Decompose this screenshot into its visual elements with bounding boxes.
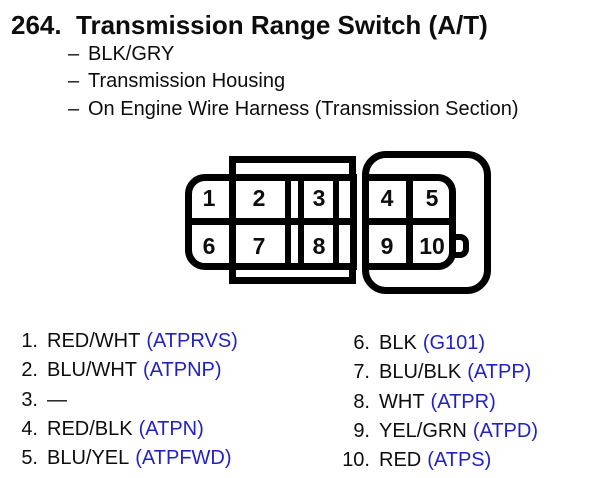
pin-number: 7. xyxy=(353,361,370,384)
wire-color: BLK xyxy=(379,332,417,354)
pinout-row: 10. RED (ATPS) xyxy=(310,446,538,475)
pinout-row: 7. BLU/BLK (ATPP) xyxy=(310,358,538,387)
detail-text: Transmission Housing xyxy=(88,70,286,93)
pin-number: 4. xyxy=(21,417,38,440)
cell-divider-1-2 xyxy=(229,180,236,264)
row-divider-left xyxy=(191,218,351,225)
detail-text: On Engine Wire Harness (Transmission Sec… xyxy=(88,97,519,120)
pinout-list-right: 6. BLK (G101) 7. BLU/BLK (ATPP) 8. WHT (… xyxy=(310,329,538,475)
pin-8-cell: 8 xyxy=(312,233,326,259)
pinout-row: 1. RED/WHT (ATPRVS) xyxy=(18,327,238,356)
wire-color: RED/BLK xyxy=(47,417,133,440)
pin-6-cell: 6 xyxy=(202,233,216,259)
pinout-row: 6. BLK (G101) xyxy=(310,329,538,358)
pin-10-cell: 10 xyxy=(419,233,445,259)
wire-color: BLU/WHT xyxy=(47,359,137,382)
dash-bullet: – xyxy=(68,43,80,65)
signal-code: (ATPRVS) xyxy=(146,330,238,352)
pin-5-cell: 5 xyxy=(425,185,439,211)
wire-color: WHT xyxy=(379,390,425,413)
signal-code: (ATPNP) xyxy=(143,359,222,382)
detail-text: BLK/GRY xyxy=(88,43,175,65)
pinout-row: 5. BLU/YEL (ATPFWD) xyxy=(18,444,238,473)
signal-code: (ATPS) xyxy=(427,449,492,472)
signal-code: (G101) xyxy=(422,332,486,354)
signal-code: (ATPFWD) xyxy=(135,447,232,470)
signal-code: (ATPP) xyxy=(467,361,532,384)
pinout-row: 3. — xyxy=(18,386,238,415)
detail-item: – On Engine Wire Harness (Transmission S… xyxy=(68,96,519,123)
signal-code: (ATPR) xyxy=(430,390,496,413)
pin-number: 9. xyxy=(353,419,370,442)
pin-2-cell: 2 xyxy=(252,185,266,211)
pinout-list-left: 1. RED/WHT (ATPRVS) 2. BLU/WHT (ATPNP) 3… xyxy=(18,327,238,473)
pin-number: 1. xyxy=(21,330,38,352)
wire-color: RED/WHT xyxy=(47,330,141,352)
pin-number: 6. xyxy=(353,332,370,354)
pin-1-cell: 1 xyxy=(202,185,216,211)
signal-code: (ATPN) xyxy=(138,417,204,440)
wire-color: — xyxy=(47,388,67,411)
pinout-row: 9. YEL/GRN (ATPD) xyxy=(310,417,538,446)
cell-divider-2-3-b xyxy=(298,180,304,264)
cell-divider-2-3-a xyxy=(285,180,291,264)
dash-bullet: – xyxy=(68,70,80,93)
pin-number: 10. xyxy=(342,449,370,472)
cell-divider-4-5 xyxy=(406,180,413,264)
cell-divider-3-right xyxy=(333,180,339,264)
pin-number: 2. xyxy=(21,359,38,382)
pinout-row: 2. BLU/WHT (ATPNP) xyxy=(18,356,238,385)
pin-7-cell: 7 xyxy=(252,233,266,259)
pin-3-cell: 3 xyxy=(312,185,326,211)
pinout-row: 8. WHT (ATPR) xyxy=(310,388,538,417)
pin-number: 5. xyxy=(21,447,38,470)
wire-color: YEL/GRN xyxy=(379,419,467,442)
page-title: Transmission Range Switch (A/T) xyxy=(76,10,488,40)
wire-color: RED xyxy=(379,449,422,472)
dash-bullet: – xyxy=(68,97,80,120)
detail-item: – BLK/GRY xyxy=(68,41,519,68)
component-detail-list: – BLK/GRY – Transmission Housing – On En… xyxy=(68,41,519,123)
signal-code: (ATPD) xyxy=(472,419,538,442)
pin-number: 3. xyxy=(21,388,38,411)
pin-4-cell: 4 xyxy=(380,185,394,211)
detail-item: – Transmission Housing xyxy=(68,68,519,95)
wire-color: BLU/BLK xyxy=(379,361,462,384)
pin-number: 8. xyxy=(353,390,370,413)
wire-color: BLU/YEL xyxy=(47,447,130,470)
pinout-row: 4. RED/BLK (ATPN) xyxy=(18,415,238,444)
pin-9-cell: 9 xyxy=(380,233,394,259)
section-number: 264. xyxy=(11,10,62,40)
